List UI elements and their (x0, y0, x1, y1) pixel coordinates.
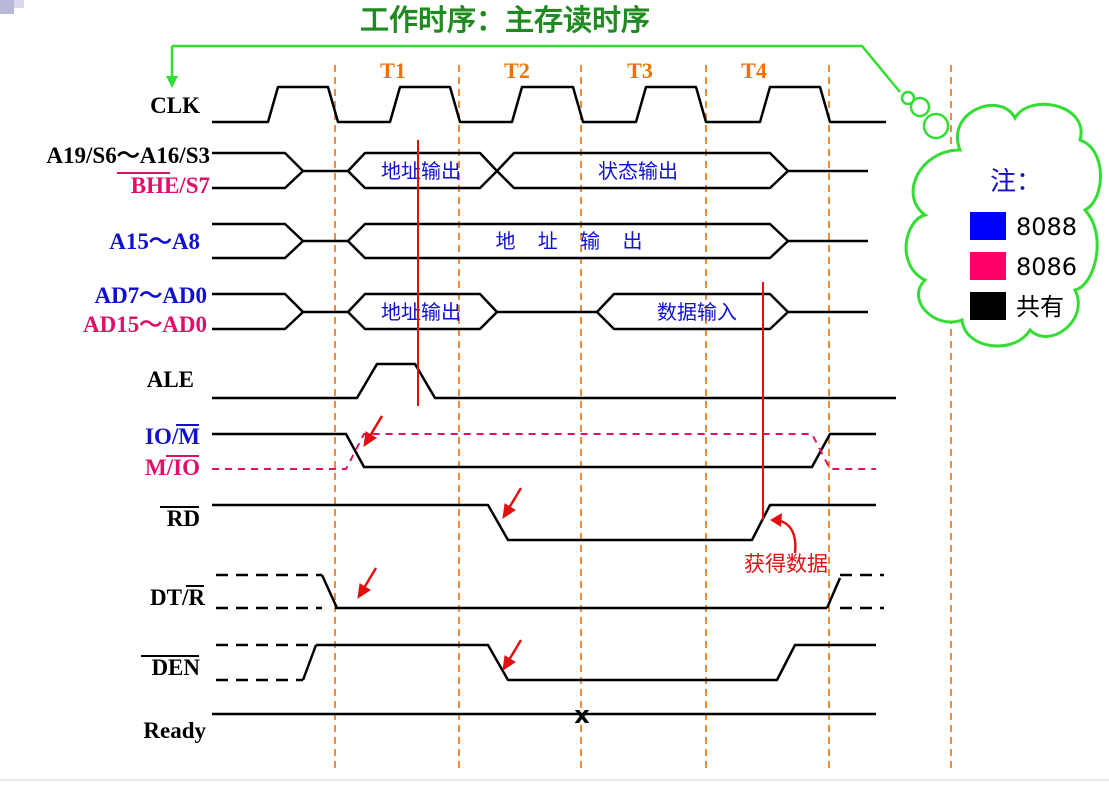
ad-bus-upper (212, 292, 348, 314)
a15-bus-upper (212, 222, 348, 243)
signal-label-mio: M/IO (145, 455, 200, 480)
mio-waveform (212, 433, 876, 470)
ale-waveform (212, 362, 896, 400)
period-label-t1: T1 (380, 58, 406, 83)
legend-swatch-8088 (970, 212, 1006, 240)
dtr-fall (320, 574, 339, 609)
red-arrow (357, 567, 378, 600)
cloud-bubble (909, 96, 931, 118)
period-label-t3: T3 (627, 58, 653, 83)
legend-cloud: 注： 8088 8086 共有 (900, 90, 1102, 348)
signal-label-ready: Ready (143, 718, 206, 743)
rd-waveform (212, 503, 876, 542)
a15-bus-lower (212, 240, 304, 260)
capture-arrowhead (770, 513, 782, 527)
legend-label-common: 共有 (1016, 293, 1064, 321)
den-waveform (316, 643, 876, 682)
legend-swatch-common (970, 292, 1006, 320)
legend-title: 注： (990, 167, 1042, 197)
signal-label-bhe: BHE/S7 (131, 173, 210, 198)
clk-waveform (212, 85, 886, 124)
den-start (301, 644, 318, 681)
period-label-t2: T2 (504, 58, 530, 83)
red-arrow (502, 487, 523, 520)
red-arrow (502, 639, 523, 672)
corner-block (0, 0, 14, 14)
signal-label-rd: RD (167, 506, 200, 531)
bus-text-addr-out-3: 地址输出 (381, 300, 461, 324)
a19-addr-segment (335, 151, 499, 190)
signal-label-a15: A15～A8 (109, 229, 200, 254)
bus-text-status-out: 状态输出 (598, 159, 678, 183)
bus-text-addr-out-1: 地址输出 (381, 159, 461, 183)
corner-block (14, 0, 24, 8)
signal-label-ad7: AD7～AD0 (95, 283, 207, 308)
signal-label-a19: A19/S6～A16/S3 (46, 143, 210, 168)
dashed-waveforms (216, 573, 884, 682)
legend-label-8088: 8088 (1016, 213, 1077, 241)
signal-label-iom: IO/M (145, 424, 200, 449)
iom-waveform (212, 432, 876, 469)
bus-text-data-in: 数据输入 (657, 300, 737, 324)
dtr-rise (825, 577, 842, 609)
waveforms (212, 85, 896, 716)
signal-label-clk: CLK (150, 93, 200, 118)
page-title: 工作时序：主存读时序 (360, 3, 650, 37)
pointer-line (172, 44, 901, 93)
signal-label-ale: ALE (147, 367, 194, 392)
pointer-arrowhead (166, 76, 178, 88)
cloud-bubble (900, 90, 916, 106)
signal-label-den: DEN (151, 655, 200, 680)
a19-bus-lower (212, 170, 304, 190)
legend-label-8086: 8086 (1016, 253, 1077, 281)
period-label-t4: T4 (741, 58, 767, 83)
red-arrow (363, 415, 384, 448)
a19-bus-upper (212, 151, 335, 173)
cloud-bubble (922, 112, 950, 140)
legend-swatch-8086 (970, 252, 1006, 280)
period-lines (334, 65, 952, 770)
capture-annotation: 获得数据 (744, 552, 828, 576)
signal-label-dtr: DT/R (150, 585, 205, 610)
ad-bus-lower (212, 311, 304, 331)
red-arrows (357, 415, 523, 672)
signal-label-ad15: AD15～AD0 (83, 312, 207, 337)
bus-text-addr-out-2: 地 址 输 出 (495, 229, 650, 253)
ready-sample-mark: x (574, 701, 590, 729)
